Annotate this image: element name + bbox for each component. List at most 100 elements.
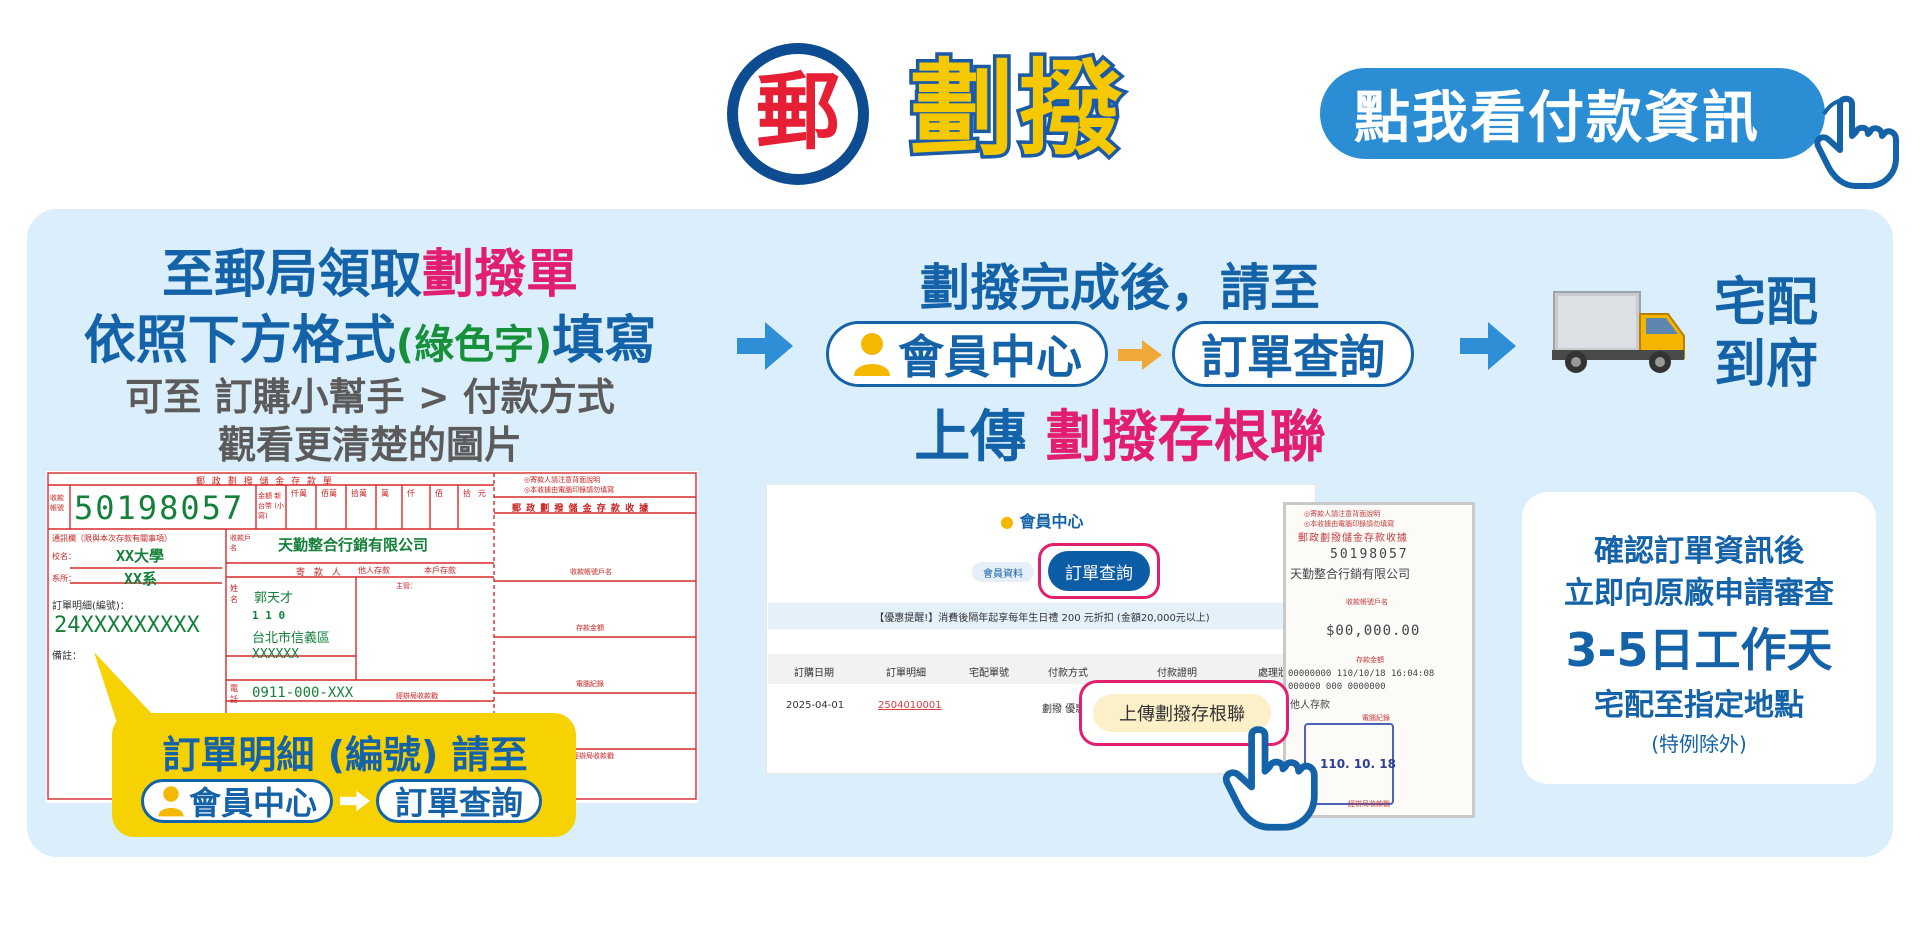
form-order-value: 24XXXXXXXXX [54,613,200,638]
column-header: 訂購日期 [794,668,834,679]
member-center-pill: 會員中心 [826,321,1108,387]
site-table-header [768,654,1316,684]
form-address-detail: XXXXXX [252,647,299,662]
form-amount-label: 金額 新台幣 (小寫) [258,492,284,520]
receipt-title: 郵政劃撥儲金存款收據 [1298,533,1408,544]
receipt-note2: ◎本收據由電腦印錄請勿填寫 [1304,520,1395,528]
delivery-label-line2: 到府 [1713,335,1818,395]
step1-highlight: 劃撥單 [422,245,579,305]
step1-subheading: 依照下方格式(綠色字)填寫 [40,298,700,373]
order-query-pill: 訂單查詢 [1172,321,1414,387]
step1-green-note: (綠色字) [395,322,553,368]
post-logo-glyph: 郵 [755,63,840,161]
form-phone-label: 電話 [230,684,238,704]
step1-heading: 至郵局領取劃撥單 [60,232,680,307]
form-payee-label: 收款戶名 [230,534,251,552]
review-line1: 確認訂單資訊後 [1594,534,1804,569]
pointer-hand-icon [1222,726,1318,831]
site-notice-banner: 【優惠提醒!】消費後隔年起享每年生日禮 200 元折扣 (金額20,000元以上… [768,603,1316,629]
review-line2: 立即向原廠申請審查 [1564,576,1834,611]
form-amount-unit: 拾 [463,489,471,498]
form-right-stamp: 經辦局收款戳 [572,752,614,760]
receipt-amount-label: 存款金額 [1356,656,1384,664]
form-amount-unit: 萬 [381,489,389,498]
receipt-note1: ◎寄款人請注意背面說明 [1304,510,1381,518]
form-right-amount: 存款金額 [576,624,604,632]
column-header: 付款方式 [1048,668,1088,679]
order-date-cell: 2025-04-01 [786,700,845,711]
order-query-label: 訂單查詢 [1201,330,1385,384]
arrow-right-icon [340,790,370,812]
form-stamp-label: 經辦局收款戳 [396,692,438,700]
site-member-center-title: ● 會員中心 [1000,508,1084,532]
form-name-label: 姓名 [230,584,238,604]
form-phone-value: 0911-000-XXX [252,685,354,701]
receipt-account: 50198057 [1330,547,1409,562]
form-amount-unit: 拾萬 [351,489,367,498]
receipt-payee-label: 收款帳號戶名 [1346,598,1388,606]
tab-order-query[interactable]: 訂單查詢 [1048,551,1150,591]
callout-order-query-label: 訂單查詢 [394,784,523,822]
form-right-note1: ◎寄款人請注意背面說明 [524,476,601,484]
form-right-payee: 收款帳號戶名 [570,568,612,576]
form-other-deposit: 他人存款 [358,566,390,575]
form-name-value: 郭天才 [254,591,294,606]
form-amount-unit: 佰萬 [321,489,337,498]
receipt-payee: 天勤整合行銷有限公司 [1290,567,1411,581]
receipt-deposit-type: 他人存款 [1290,700,1330,711]
callout-order-query-pill: 訂單查詢 [376,779,542,823]
upload-receipt-button[interactable]: 上傳劃撥存根聯 [1093,694,1271,732]
receipt-stamp-date: 110. 10. 18 [1320,757,1396,771]
step1-fill-text: 填寫 [552,311,657,371]
callout-member-center-pill: 會員中心 [141,779,333,823]
step2-upload-verb: 上傳 [914,405,1027,470]
form-account-label: 收款帳號 [50,494,64,512]
user-icon: ● [1000,512,1014,531]
review-line4: 宅配至指定地點 [1594,688,1804,723]
receipt-stamp-footer: 經辦局收款戳 [1348,800,1390,808]
column-header: 宅配單號 [969,668,1009,679]
payment-info-button[interactable]: 點我看付款資訊 [1320,68,1825,159]
review-exception-note: (特例除外) [1651,732,1747,756]
form-supervisor: 主管： [396,582,417,590]
step1-hint-2: 觀看更清楚的圖片 [217,423,522,467]
form-account-number: 50198057 [74,489,245,527]
user-icon [854,333,890,376]
step1-hint: 可至 訂購小幫手 > 付款方式 [125,375,615,419]
review-info-card [1522,492,1876,784]
remittance-receipt-image: ◎寄款人請注意背面說明 ◎本收據由電腦印錄請勿填寫 郵政劃撥儲金存款收據 501… [1283,502,1475,818]
receipt-computer-line2: 000000 000 0000000 [1288,682,1386,692]
site-title-label: 會員中心 [1019,512,1084,531]
delivery-label: 宅配 到府 [1706,272,1826,396]
tab-member-profile[interactable]: 會員資料 [972,562,1034,582]
form-dept-value: XX系 [124,570,158,588]
arrow-right-icon [737,322,793,370]
column-header: 付款證明 [1157,668,1197,679]
callout-pointer [94,652,154,732]
form-school-value: XX大學 [116,547,165,565]
form-amount-unit: 佰 [435,489,443,498]
form-comm-label: 通訊欄（限與本次存款有關事項） [52,534,172,543]
page-title: 劃撥 [906,44,1127,173]
form-address-value: 台北市信義區 [252,631,331,646]
column-header: 訂單明細 [886,668,926,679]
form-note-label: 備註： [52,651,82,662]
form-order-label: 訂單明細(編號)： [52,601,130,612]
form-amount-unit: 仟萬 [291,489,307,498]
arrow-right-icon [1460,322,1516,370]
member-center-label: 會員中心 [898,330,1082,384]
form-payee-value: 天勤整合行銷有限公司 [278,536,429,554]
callout-member-center-label: 會員中心 [188,784,317,822]
step1-text: 至郵局領取 [161,245,422,305]
step1-format-text: 依照下方格式 [83,311,396,371]
form-right-title: 郵 政 劃 撥 儲 金 存 款 收 據 [512,504,650,514]
form-header: 郵 政 劃 撥 儲 金 存 款 單 [196,477,334,487]
form-dept-label: 系所： [52,574,76,583]
review-working-days: 3-5日工作天 [1565,623,1833,677]
step2-upload-text: 上傳 劃撥存根聯 [820,392,1420,473]
form-amount-unit: 元 [478,489,486,498]
step2-upload-object: 劃撥存根聯 [1045,405,1326,470]
callout-title: 訂單明細 (編號) 請至 [162,733,528,777]
receipt-computer-label: 電腦紀錄 [1362,714,1390,722]
order-number-link[interactable]: 2504010001 [878,700,942,711]
